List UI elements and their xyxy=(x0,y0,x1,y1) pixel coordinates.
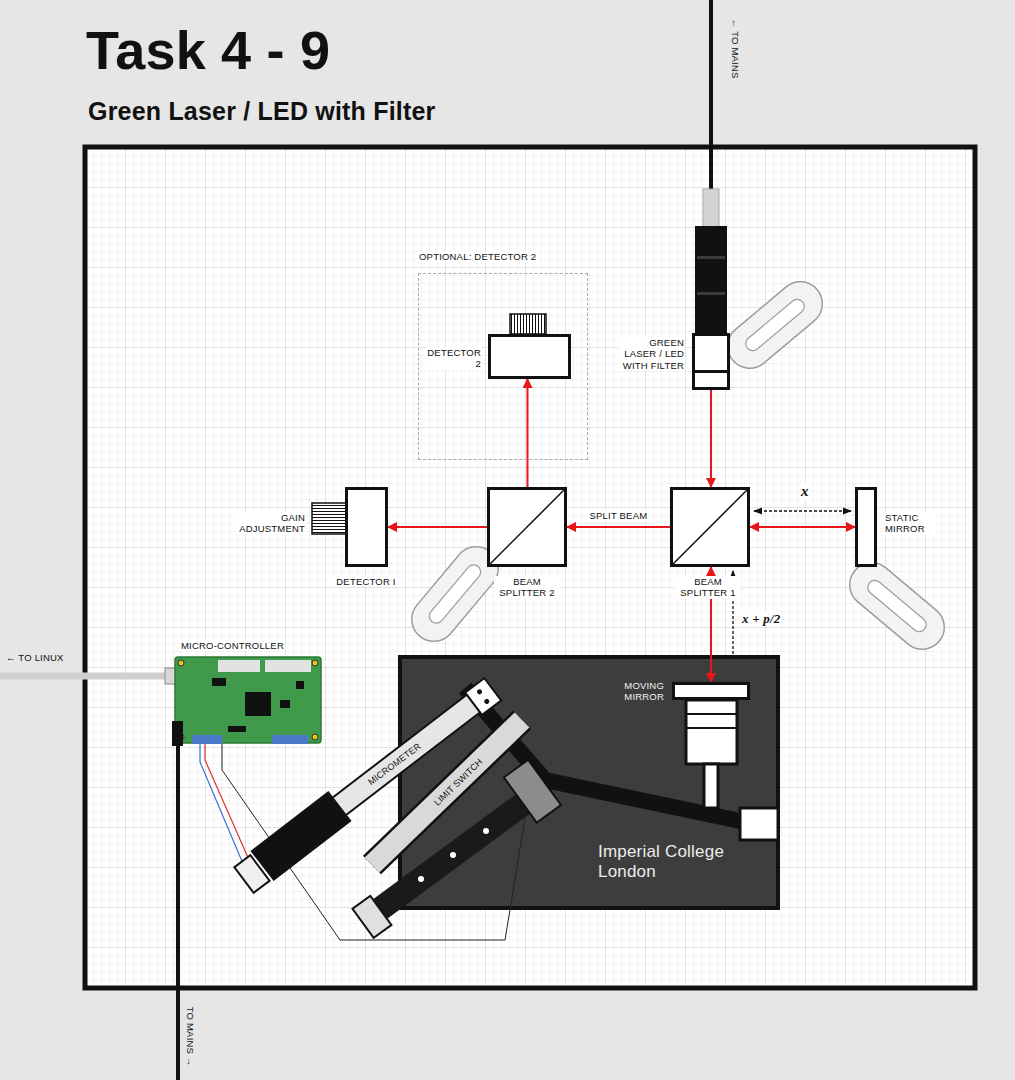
clamp-slot xyxy=(426,562,483,626)
clamp-body xyxy=(841,554,954,658)
page-title: Task 4 - 9 xyxy=(86,18,330,83)
controller-area: MICRO-CONTROLLER xyxy=(175,657,320,742)
clamp-mount xyxy=(841,554,954,658)
limit-switch-bar xyxy=(372,795,535,915)
mirror-box: MOVING MIRROR xyxy=(672,682,750,700)
part-label: ← TO MAINS xyxy=(729,18,740,78)
clamp-slot xyxy=(865,577,929,634)
pin-connector xyxy=(272,735,308,744)
header-connector xyxy=(218,660,260,672)
node-label: MOVING MIRROR xyxy=(608,680,664,703)
mirror-box: STATIC MIRROR xyxy=(855,487,877,567)
limit-switch-block xyxy=(504,760,561,823)
node-label: DETECTOR 2 xyxy=(426,347,482,370)
power-cable xyxy=(709,0,713,192)
mirror-rod xyxy=(704,764,718,808)
beam-splitter: BEAM SPLITTER 1 xyxy=(670,487,750,567)
clamp-body xyxy=(719,273,832,377)
screw xyxy=(450,852,456,858)
laser-band xyxy=(697,256,725,259)
laser-head: GREEN LASER / LED WITH FILTER xyxy=(692,333,730,390)
beam-label: SPLIT BEAM xyxy=(589,510,649,521)
distance-arrow xyxy=(754,510,851,511)
grid xyxy=(85,147,975,988)
node-label: BEAM SPLITTER 2 xyxy=(494,576,560,599)
detector-box: DETECTOR 2 xyxy=(488,334,571,379)
laser-beam xyxy=(710,390,712,487)
gain-knob xyxy=(312,503,346,534)
laser-plug xyxy=(703,189,719,227)
part-label: GAIN ADJUSTMENT xyxy=(236,512,306,535)
mirror-mount xyxy=(686,700,737,764)
node-label: OPTIONAL: DETECTOR 2 xyxy=(418,251,537,262)
breadboard xyxy=(85,147,975,988)
usb-cable xyxy=(0,673,168,680)
motor-cap xyxy=(234,855,269,893)
node-label: Imperial College London xyxy=(598,842,738,883)
laser-beam xyxy=(750,526,855,528)
switch-end xyxy=(352,896,391,938)
screw xyxy=(476,688,483,695)
component xyxy=(228,726,246,732)
laser-beam xyxy=(567,526,670,528)
grid xyxy=(85,147,975,988)
mount-hole xyxy=(312,734,318,740)
pivot-block xyxy=(740,808,778,840)
splitter-diagonal xyxy=(490,490,564,564)
node-label: BEAM SPLITTER 1 xyxy=(675,576,741,599)
screw xyxy=(483,698,490,705)
breadboard-border xyxy=(85,147,975,988)
part-label: ← TO LINUX xyxy=(6,652,64,663)
clamp-slot xyxy=(743,296,807,353)
component xyxy=(280,700,290,708)
chip xyxy=(245,692,271,716)
part-label: x xyxy=(800,482,810,500)
clamp-mount xyxy=(719,273,832,377)
pin-connector xyxy=(192,735,222,744)
subtitle: Green Laser / LED with Filter xyxy=(88,96,436,126)
mount-hole xyxy=(312,660,318,666)
motor-end xyxy=(234,855,269,893)
node-label: MICRO-CONTROLLER xyxy=(180,640,285,651)
limit-switch-rail xyxy=(372,720,522,865)
optional-detector-region: DETECTOR 2OPTIONAL: DETECTOR 2 xyxy=(418,273,588,460)
mirror-mount-line xyxy=(686,727,737,729)
component xyxy=(212,678,226,686)
beam-splitter: BEAM SPLITTER 2 xyxy=(487,487,567,567)
detector-connector xyxy=(510,314,546,334)
power-cable xyxy=(176,745,180,1080)
micrometer-head xyxy=(465,678,501,715)
wire xyxy=(205,744,250,862)
laser-beam xyxy=(388,526,487,528)
micrometer-thimble xyxy=(262,806,340,866)
splitter-surface xyxy=(490,490,564,564)
part-label: x + p/2 xyxy=(741,611,781,627)
laser-body xyxy=(695,226,727,336)
splitter-surface xyxy=(673,490,747,564)
micrometer-tip xyxy=(465,678,501,715)
switch-block xyxy=(504,760,561,823)
power-jack xyxy=(172,721,183,746)
header-connector xyxy=(265,660,311,672)
screw xyxy=(418,876,424,882)
part-label: TO MAINS → xyxy=(184,1006,195,1066)
component xyxy=(296,681,304,689)
laser-beam xyxy=(527,379,529,487)
node-label: GREEN LASER / LED WITH FILTER xyxy=(619,337,685,371)
node-label: STATIC MIRROR xyxy=(884,512,936,535)
screw xyxy=(483,828,489,834)
limit-switch-rail xyxy=(372,720,522,865)
laser-band xyxy=(697,292,725,295)
circuit-board xyxy=(175,657,321,743)
splitter-diagonal xyxy=(673,490,747,564)
mount-hole xyxy=(178,660,184,666)
translation-stage xyxy=(400,657,778,908)
limit-switch-end xyxy=(352,896,391,938)
mirror-mount-line xyxy=(686,713,737,715)
node-label: DETECTOR I xyxy=(328,576,404,587)
detector-box: DETECTOR I xyxy=(345,487,388,567)
